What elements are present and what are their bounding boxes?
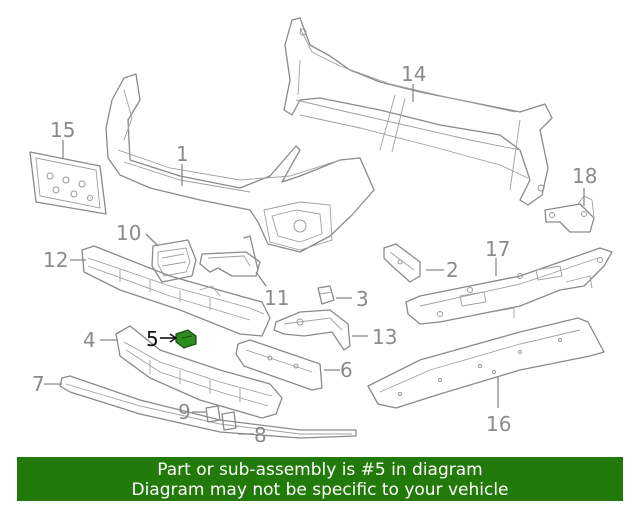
callout-7: 7 [32, 372, 45, 396]
part-4-lower-grille [115, 325, 283, 419]
part-info-banner: Part or sub-assembly is #5 in diagram Di… [17, 457, 623, 501]
part-11-lamp-bezel [199, 235, 261, 277]
callout-6: 6 [340, 358, 353, 382]
part-5-highlighted [175, 329, 197, 349]
part-6-reinforcement [235, 339, 323, 391]
callout-10: 10 [116, 221, 141, 245]
part-12-impact-bar [81, 245, 271, 337]
part-18-bracket [544, 195, 595, 233]
banner-line-1: Part or sub-assembly is #5 in diagram [157, 460, 483, 480]
parts-diagram: 14 15 1 18 10 1 [29, 17, 613, 447]
callout-14: 14 [401, 62, 426, 86]
leader-11 [255, 271, 267, 287]
callout-17: 17 [485, 237, 510, 261]
callout-2: 2 [446, 258, 459, 282]
callout-8: 8 [254, 423, 267, 447]
leader-10 [145, 233, 159, 247]
callout-12: 12 [43, 248, 68, 272]
part-13-bracket [273, 309, 351, 351]
part-16-skid-plate [367, 317, 605, 409]
callout-11: 11 [264, 286, 289, 310]
part-2-bracket [383, 243, 421, 283]
callout-5: 5 [146, 327, 159, 351]
callout-9: 9 [178, 400, 191, 424]
part-10-lamp-bracket [151, 239, 197, 283]
banner-line-2: Diagram may not be specific to your vehi… [131, 480, 509, 500]
part-8-cover [221, 411, 237, 431]
callout-18: 18 [572, 164, 597, 188]
part-9-cover [205, 405, 221, 423]
part-1-bumper-fascia [105, 73, 375, 253]
part-7-valance [59, 375, 357, 439]
part-15-license-bracket [29, 151, 107, 215]
callout-3: 3 [356, 287, 369, 311]
part-17-deflector [405, 247, 613, 325]
part-3-clip-bracket [317, 285, 335, 305]
part-14-radiator-support [283, 17, 553, 206]
callout-1: 1 [176, 142, 189, 166]
callout-15: 15 [50, 118, 75, 142]
callout-13: 13 [372, 325, 397, 349]
callout-16: 16 [486, 412, 511, 436]
callout-4: 4 [83, 328, 96, 352]
